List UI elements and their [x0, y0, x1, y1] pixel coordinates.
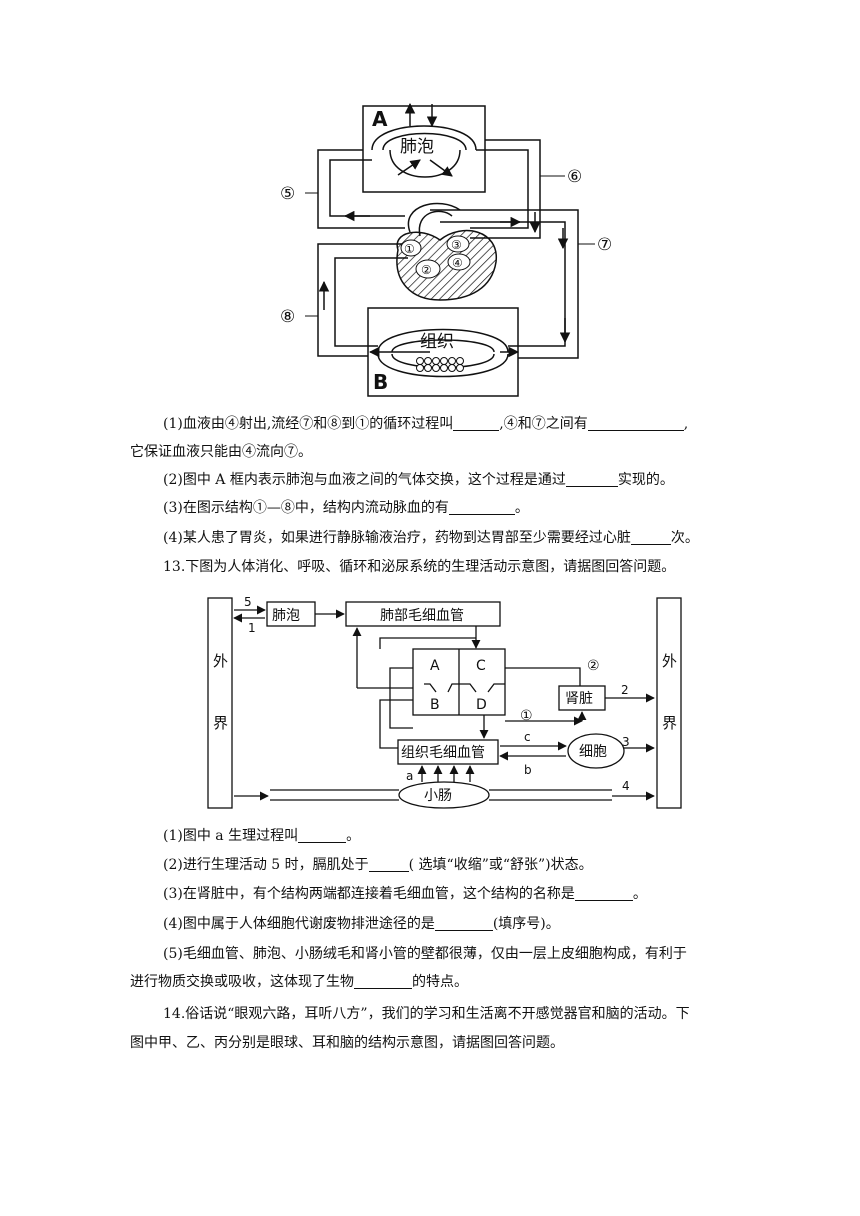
chamber-d: D: [476, 697, 487, 713]
intestine-label: 小肠: [424, 788, 452, 804]
chamber-a: A: [430, 658, 440, 674]
q12-line-1-cont: 它保证血液只能由④流向⑦。: [130, 444, 312, 460]
alveolus-outer-ring: [371, 125, 477, 151]
q13-title: 13.下图为人体消化、呼吸、循环和泌尿系统的生理活动示意图，请据图回答问题。: [163, 559, 676, 575]
letter-b: b: [524, 763, 532, 777]
cell-ellipse: [567, 733, 625, 769]
alveolus-label: 肺泡: [272, 608, 300, 624]
circ-1: ①: [520, 708, 533, 724]
q13-line-1: (1)图中 a 生理过程叫。: [163, 828, 361, 844]
q14-line-1: 14.俗话说“眼观六路，耳听八方”，我们的学习和生活离不开感觉器官和脑的活动。下: [163, 1006, 690, 1022]
label-6: ⑥: [567, 167, 582, 187]
label-a: A: [372, 107, 388, 131]
kidney-label: 肾脏: [565, 691, 593, 707]
intestine-ellipse: [398, 781, 490, 809]
outside-left: [207, 597, 233, 809]
q12-line-4: (4)某人患了胃炎，如果进行静脉输液治疗，药物到达胃部至少需要经过心脏次。: [163, 530, 699, 546]
outside-right-1: 外: [662, 652, 677, 670]
chamber-b: B: [430, 697, 440, 713]
heart-label-1: ①: [404, 242, 415, 256]
q14-line-2: 图中甲、乙、丙分别是眼球、耳和脑的结构示意图，请据图回答问题。: [130, 1035, 564, 1051]
alveolus-label: 肺泡: [400, 137, 434, 157]
tissue-lower-ring: [377, 353, 509, 378]
heart-label-2: ②: [421, 263, 432, 277]
tissue-capillary-label: 组织毛细血管: [401, 745, 485, 761]
tissue-label: 组织: [420, 332, 454, 352]
heart-label-3: ③: [451, 238, 462, 252]
heart-label-4: ④: [452, 256, 463, 270]
q12-line-1: (1)血液由④射出,流经⑦和⑧到①的循环过程叫,④和⑦之间有,: [163, 416, 689, 432]
tissue-upper-ring: [377, 328, 509, 353]
q13-line-2: (2)进行生理活动 5 时，膈肌处于( 选填“收缩”或“舒张”)状态。: [163, 857, 593, 873]
q13-line-4: (4)图中属于人体细胞代谢废物排泄途径的是(填序号)。: [163, 916, 560, 932]
letter-a: a: [406, 769, 413, 783]
lung-capillary-box: [345, 601, 501, 627]
label-8: ⑧: [280, 307, 295, 327]
outside-left-1: 外: [213, 652, 228, 670]
q13-line-5: (5)毛细血管、肺泡、小肠绒毛和肾小管的壁都很薄，仅由一层上皮细胞构成，有利于: [163, 946, 687, 962]
vessel-8-inner: [334, 257, 408, 347]
num-4: 4: [622, 779, 630, 793]
label-b: B: [373, 370, 388, 394]
vessel-5-inner: [329, 159, 405, 217]
num-2: 2: [621, 683, 629, 697]
q12-line-3: (3)在图示结构①—⑧中，结构内流动脉血的有。: [163, 500, 529, 516]
vessel-8-outer: [317, 243, 408, 357]
chamber-c: C: [476, 658, 486, 674]
q12-line-2: (2)图中 A 框内表示肺泡与血液之间的气体交换，这个过程是通过实现的。: [163, 472, 674, 488]
systems-diagram: 外 界 外 界 肺泡 肺部毛细血管 A B C D 肾脏 组织毛细血管 细胞 小…: [207, 595, 682, 809]
num-1: 1: [248, 621, 256, 635]
alveolus-inner-ring: [382, 132, 467, 151]
circ-2: ②: [587, 658, 600, 674]
heart-shape: [396, 230, 497, 301]
label-7: ⑦: [597, 235, 612, 255]
label-5: ⑤: [280, 184, 295, 204]
outside-left-2: 界: [213, 714, 228, 732]
vessel-6: [470, 139, 541, 239]
outside-right-2: 界: [662, 714, 677, 732]
vessel-7-outer: [430, 209, 579, 359]
circulation-diagram: A B 肺泡 组织 ⑤ ⑥ ⑦ ⑧ ① ② ③ ④: [280, 102, 612, 397]
box-a: [362, 105, 486, 193]
letter-c: c: [524, 730, 531, 744]
vessel-5-outer: [317, 149, 405, 229]
num-3: 3: [622, 735, 630, 749]
q13-line-5-cont: 进行物质交换或吸收，这体现了生物的特点。: [130, 974, 468, 990]
q13-line-3: (3)在肾脏中，有个结构两端都连接着毛细血管，这个结构的名称是。: [163, 886, 647, 902]
cell-label: 细胞: [579, 744, 607, 760]
outside-right: [656, 597, 682, 809]
lung-capillary-label: 肺部毛细血管: [380, 608, 464, 624]
num-5: 5: [244, 595, 252, 609]
tissue-capillary-box: [397, 739, 499, 765]
